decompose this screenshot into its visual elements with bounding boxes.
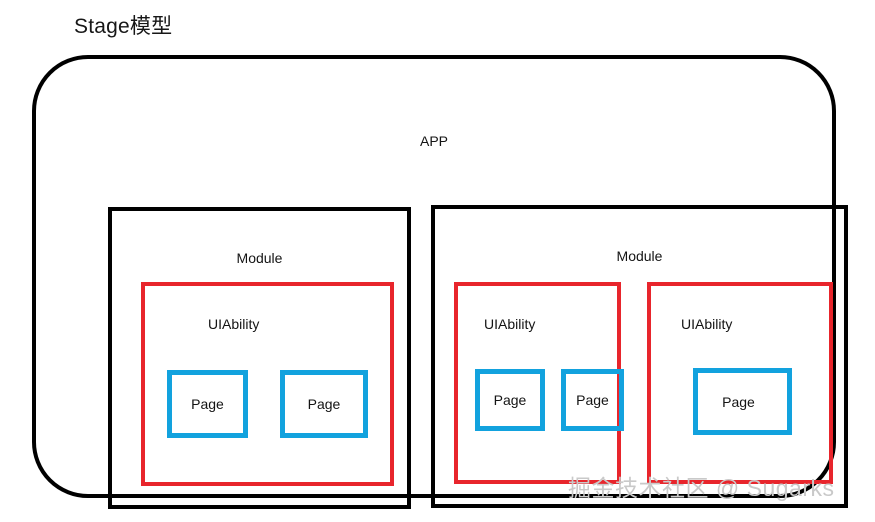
- module-label: Module: [616, 248, 663, 264]
- uiability-box: UIAbility Page Page: [454, 282, 624, 484]
- page-label: Page: [722, 393, 755, 410]
- uiability-box: UIAbility Page Page: [141, 282, 394, 486]
- page-box: Page: [280, 370, 368, 438]
- watermark: 掘金技术社区 @ Sugarks: [568, 475, 835, 501]
- uiability-label: UIAbility: [208, 316, 260, 332]
- page-label: Page: [493, 392, 527, 408]
- uiability-label: UIAbility: [681, 316, 733, 332]
- page-box: Page: [561, 369, 624, 431]
- page-box: Page: [475, 369, 545, 431]
- app-label: APP: [419, 133, 448, 149]
- uiability-label: UIAbility: [484, 316, 536, 332]
- page-box: Page: [167, 370, 248, 438]
- page-label: Page: [191, 396, 224, 412]
- module-label: Module: [236, 250, 283, 266]
- module-box: Module UIAbility Page Page UIAbility Pag…: [431, 205, 848, 508]
- page-box: Page: [693, 368, 792, 435]
- page-label: Page: [307, 396, 341, 412]
- uiability-box: UIAbility Page: [647, 282, 833, 484]
- page-label: Page: [576, 392, 609, 408]
- module-box: Module UIAbility Page Page: [108, 207, 411, 509]
- app-container: APP Module UIAbility Page Page Module UI…: [32, 55, 848, 509]
- page-title: Stage模型: [74, 15, 173, 38]
